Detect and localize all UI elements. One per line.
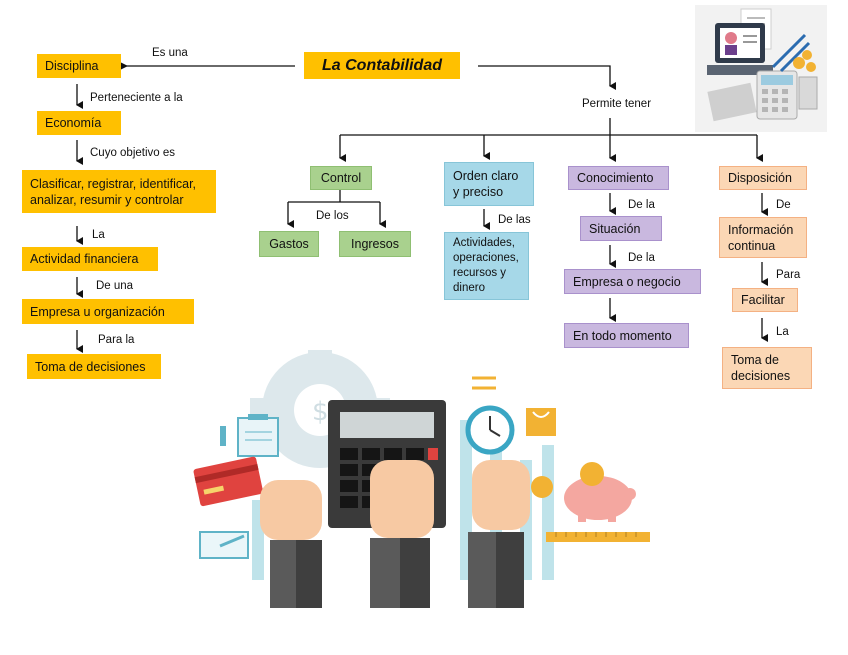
finance-illustration: $ xyxy=(193,350,650,608)
label-perteneciente: Perteneciente a la xyxy=(90,92,183,104)
node-actividades: Actividades, operaciones, recursos y din… xyxy=(444,232,529,300)
node-toma-decisiones-right: Toma de decisiones xyxy=(722,347,812,389)
node-ingresos: Ingresos xyxy=(339,231,411,257)
node-disciplina: Disciplina xyxy=(37,54,121,78)
node-gastos: Gastos xyxy=(259,231,319,257)
node-situacion: Situación xyxy=(580,216,662,241)
label-es-una: Es una xyxy=(152,47,188,59)
label-de-los: De los xyxy=(316,210,349,222)
node-empresa-negocio: Empresa o negocio xyxy=(564,269,701,294)
node-facilitar: Facilitar xyxy=(732,288,798,312)
label-cuyo-objetivo: Cuyo objetivo es xyxy=(90,147,176,159)
label-de-la-1: De la xyxy=(628,199,655,211)
node-actividad-financiera: Actividad financiera xyxy=(22,247,158,271)
node-disposicion: Disposición xyxy=(719,166,807,190)
svg-text:$: $ xyxy=(312,397,329,427)
label-de-las: De las xyxy=(498,214,531,226)
node-empresa-organizacion: Empresa u organización xyxy=(22,299,194,324)
label-de: De xyxy=(776,199,791,211)
accounting-illustration xyxy=(695,5,827,132)
label-para-la: Para la xyxy=(98,334,135,346)
label-de-una: De una xyxy=(96,280,134,292)
concept-title: La Contabilidad xyxy=(304,52,460,79)
node-economia: Economía xyxy=(37,111,121,135)
node-control: Control xyxy=(310,166,372,190)
label-para: Para xyxy=(776,269,801,281)
node-clasificar: Clasificar, registrar, identificar, anal… xyxy=(22,170,216,213)
label-de-la-2: De la xyxy=(628,252,655,264)
node-en-todo-momento: En todo momento xyxy=(564,323,689,348)
node-orden-claro: Orden claro y preciso xyxy=(444,162,534,206)
node-conocimiento: Conocimiento xyxy=(568,166,669,190)
label-la-right: La xyxy=(776,326,789,338)
node-informacion-continua: Información continua xyxy=(719,217,807,258)
node-toma-decisiones-left: Toma de decisiones xyxy=(27,354,161,379)
label-permite-tener: Permite tener xyxy=(582,98,652,110)
label-la: La xyxy=(92,229,105,241)
